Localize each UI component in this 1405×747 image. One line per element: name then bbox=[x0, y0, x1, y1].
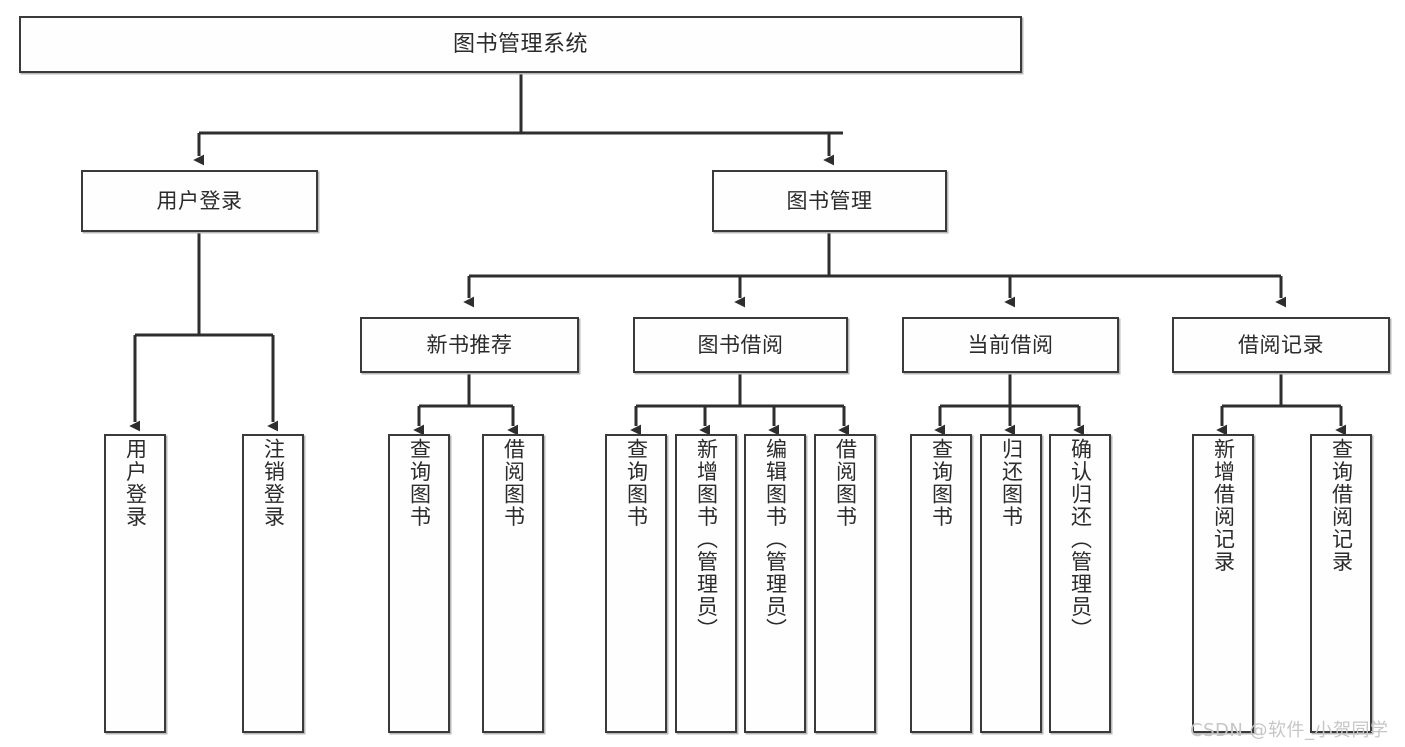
node-leaf-rec-borrow-book-label: 借阅图书 bbox=[501, 438, 526, 528]
node-book-admin[interactable]: 图书管理 bbox=[712, 170, 947, 232]
node-current-borrow-label: 当前借阅 bbox=[967, 332, 1054, 357]
node-leaf-rec-add-record-label: 新增借阅记录 bbox=[1211, 438, 1236, 573]
node-leaf-borrow-borrow-book-label: 借阅图书 bbox=[833, 438, 858, 528]
node-book-borrow[interactable]: 图书借阅 bbox=[633, 317, 848, 373]
node-current-borrow[interactable]: 当前借阅 bbox=[902, 317, 1119, 373]
node-leaf-rec-borrow-book[interactable]: 借阅图书 bbox=[482, 434, 544, 733]
node-leaf-borrow-query-book[interactable]: 查询图书 bbox=[605, 434, 667, 733]
node-user-login-label: 用户登录 bbox=[156, 188, 243, 213]
node-leaf-cur-return-book-label: 归还图书 bbox=[999, 438, 1024, 528]
node-leaf-borrow-add-book[interactable]: 新增图书（管理员） bbox=[675, 434, 737, 733]
node-leaf-cur-confirm-return[interactable]: 确认归还（管理员） bbox=[1049, 434, 1111, 733]
node-leaf-cur-query-book-label: 查询图书 bbox=[929, 438, 954, 528]
node-leaf-user-login-label: 用户登录 bbox=[123, 438, 148, 528]
node-book-admin-label: 图书管理 bbox=[786, 188, 873, 213]
csdn-watermark: CSDN @软件_小贺同学 bbox=[1190, 720, 1389, 741]
node-leaf-rec-query-record[interactable]: 查询借阅记录 bbox=[1310, 434, 1372, 733]
node-leaf-user-login[interactable]: 用户登录 bbox=[104, 434, 166, 733]
node-leaf-cur-query-book[interactable]: 查询图书 bbox=[910, 434, 972, 733]
node-leaf-borrow-query-book-label: 查询图书 bbox=[624, 438, 649, 528]
node-new-book-rec[interactable]: 新书推荐 bbox=[360, 317, 579, 373]
node-user-login[interactable]: 用户登录 bbox=[81, 170, 318, 232]
node-leaf-cur-confirm-return-label: 确认归还（管理员） bbox=[1068, 438, 1093, 641]
node-borrow-record-label: 借阅记录 bbox=[1238, 332, 1324, 357]
node-leaf-rec-query-book-label: 查询图书 bbox=[407, 438, 432, 528]
node-leaf-borrow-edit-book-label: 编辑图书（管理员） bbox=[763, 438, 788, 641]
node-leaf-user-logout-label: 注销登录 bbox=[261, 438, 286, 528]
node-leaf-cur-return-book[interactable]: 归还图书 bbox=[980, 434, 1042, 733]
node-new-book-rec-label: 新书推荐 bbox=[426, 332, 513, 357]
node-leaf-rec-add-record[interactable]: 新增借阅记录 bbox=[1192, 434, 1254, 733]
node-leaf-borrow-add-book-label: 新增图书（管理员） bbox=[694, 438, 719, 641]
node-leaf-rec-query-record-label: 查询借阅记录 bbox=[1329, 438, 1354, 573]
node-root-label: 图书管理系统 bbox=[452, 31, 588, 57]
node-root[interactable]: 图书管理系统 bbox=[19, 16, 1022, 73]
node-borrow-record[interactable]: 借阅记录 bbox=[1172, 317, 1390, 373]
node-leaf-borrow-borrow-book[interactable]: 借阅图书 bbox=[814, 434, 876, 733]
node-book-borrow-label: 图书借阅 bbox=[697, 332, 784, 357]
node-leaf-borrow-edit-book[interactable]: 编辑图书（管理员） bbox=[744, 434, 806, 733]
node-leaf-rec-query-book[interactable]: 查询图书 bbox=[388, 434, 450, 733]
node-leaf-user-logout[interactable]: 注销登录 bbox=[242, 434, 304, 733]
